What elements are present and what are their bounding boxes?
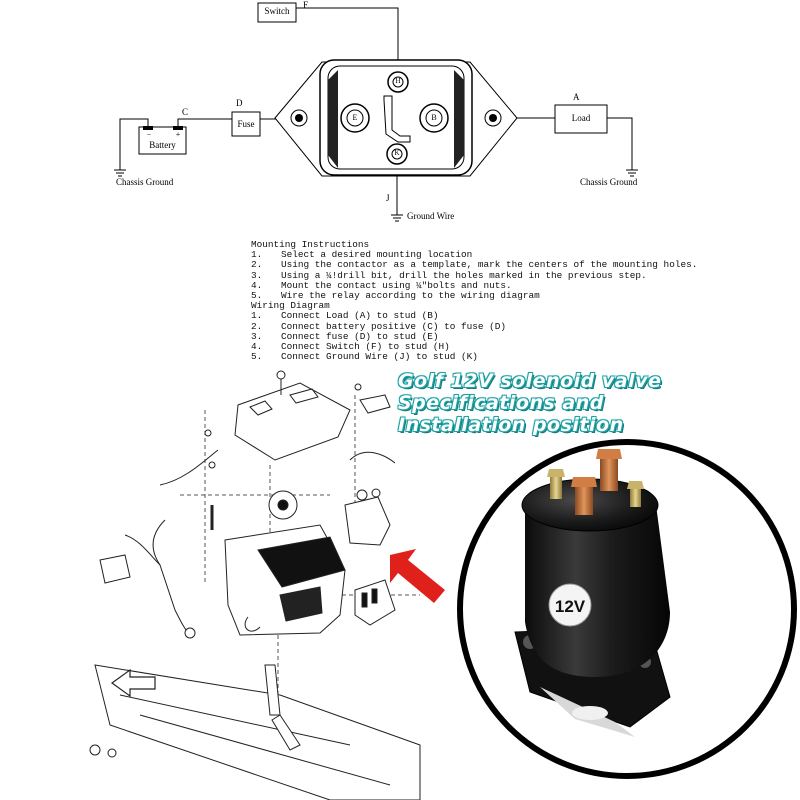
mounting-step-number: 4. — [251, 279, 263, 291]
mounting-step-4: 4. Mount the contact using ¼"bolts and nu… — [251, 279, 771, 291]
ground-symbols — [114, 169, 638, 222]
fuse-label: Fuse — [237, 119, 255, 129]
product-photo: 12V — [457, 439, 797, 779]
mounting-step-number: 3. — [251, 269, 263, 281]
mounting-step-number: 5. — [251, 290, 263, 302]
red-pointer-arrow-icon — [390, 549, 445, 603]
wiring-step-3: 3. Connect fuse (D) to stud (E) — [251, 330, 771, 342]
mounting-step-3: 3. Using a ¼!drill bit, drill the holes m… — [251, 269, 771, 281]
promo-line-1: Golf 12V solenoid valve — [398, 370, 662, 392]
mounting-step-text: Wire the relay according to the wiring d… — [281, 290, 540, 302]
chassis-ground-left-label: Chassis Ground — [116, 177, 174, 187]
stud-h-label: H — [395, 77, 401, 85]
wire-letter-c: C — [182, 107, 189, 117]
mounting-step-text: Using the contactor as a template, mark … — [281, 259, 698, 271]
mounting-step-number: 1. — [251, 249, 263, 261]
mounting-step-text: Using a ¼!drill bit, drill the holes mar… — [281, 269, 647, 281]
wiring-title: Wiring Diagram — [251, 300, 330, 312]
mounting-step-2: 2. Using the contactor as a template, mar… — [251, 260, 771, 270]
voltage-badge — [548, 583, 592, 627]
small-terminal-right — [630, 487, 641, 507]
wiring-step-text: Connect Load (A) to stud (B) — [281, 310, 439, 322]
wiring-step-number: 4. — [251, 341, 263, 353]
wire-letter-d: D — [236, 98, 243, 108]
mounting-step-1: 1. Select a desired mounting location — [251, 249, 771, 261]
switch-label: Switch — [264, 6, 290, 16]
chassis-ground-right-label: Chassis Ground — [580, 177, 638, 187]
wiring-step-1: 1. Connect Load (A) to stud (B) — [251, 311, 771, 321]
wiring-step-number: 3. — [251, 330, 263, 342]
wire-letter-a: A — [573, 92, 580, 102]
mounting-step-text: Mount the contact using ¼"bolts and nuts… — [281, 279, 512, 291]
load-label: Load — [571, 113, 591, 123]
battery-minus-label: − — [146, 130, 152, 139]
mounting-step-5: 5. Wire the relay according to the wiring… — [251, 290, 771, 302]
large-terminal-back — [600, 455, 618, 491]
wiring-step-number: 5. — [251, 351, 263, 363]
drawing-relay-box — [99, 554, 131, 584]
switch-box — [257, 2, 297, 23]
wiring-step-2: 2. Connect battery positive (C) to fuse (… — [251, 320, 771, 332]
voltage-badge-text: 12V — [555, 597, 586, 616]
wiring-step-text: Connect Switch (F) to stud (H) — [281, 341, 450, 353]
wiring-step-5: 5. Connect Ground Wire (J) to stud (K) — [251, 352, 771, 362]
wire-letter-j: J — [386, 193, 390, 203]
promo-line-2: Specifications and — [398, 392, 604, 414]
drawing-solenoid — [344, 496, 391, 546]
promo-line-3: Installation position — [398, 414, 624, 436]
battery-box — [138, 126, 187, 155]
solenoid-top-view — [274, 59, 518, 177]
load-box — [554, 104, 608, 134]
stud-k-label: K — [394, 149, 400, 157]
battery-label: Battery — [149, 140, 176, 150]
wiring-diagram — [114, 2, 638, 222]
wiring-steps-list: 1. Connect Load (A) to stud (B) 2. Connect … — [251, 311, 771, 362]
mounting-step-text: Select a desired mounting location — [281, 249, 473, 261]
small-terminal-left — [550, 477, 562, 499]
mounting-steps-list: 1. Select a desired mounting location 2. Us… — [251, 249, 771, 302]
solenoid-cylinder — [525, 497, 670, 677]
exploded-assembly-drawing — [89, 370, 445, 800]
stud-e-label: E — [352, 113, 358, 122]
fuse-box — [231, 111, 261, 137]
instructions-block: Mounting Instructions 1. Select a desired… — [251, 239, 771, 362]
wire-letter-f: F — [303, 0, 309, 10]
wiring-step-text: Connect battery positive (C) to fuse (D) — [281, 320, 507, 332]
battery-plus-label: + — [175, 130, 181, 139]
wiring-step-4: 4. Connect Switch (F) to stud (H) — [251, 341, 771, 353]
mounting-step-number: 2. — [251, 259, 263, 271]
controller-cover — [234, 382, 351, 461]
promo-heading: Golf 12V solenoid valve Specifications a… — [398, 370, 798, 436]
wiring-step-text: Connect Ground Wire (J) to stud (K) — [281, 351, 478, 363]
wiring-step-number: 1. — [251, 310, 263, 322]
stud-b-label: B — [431, 113, 437, 122]
wiring-step-text: Connect fuse (D) to stud (E) — [281, 330, 439, 342]
large-terminal-front — [575, 485, 593, 515]
wiring-step-number: 2. — [251, 320, 263, 332]
ground-wire-label: Ground Wire — [407, 211, 455, 221]
direction-arrow-icon — [110, 668, 156, 698]
mounting-title: Mounting Instructions — [251, 239, 370, 250]
